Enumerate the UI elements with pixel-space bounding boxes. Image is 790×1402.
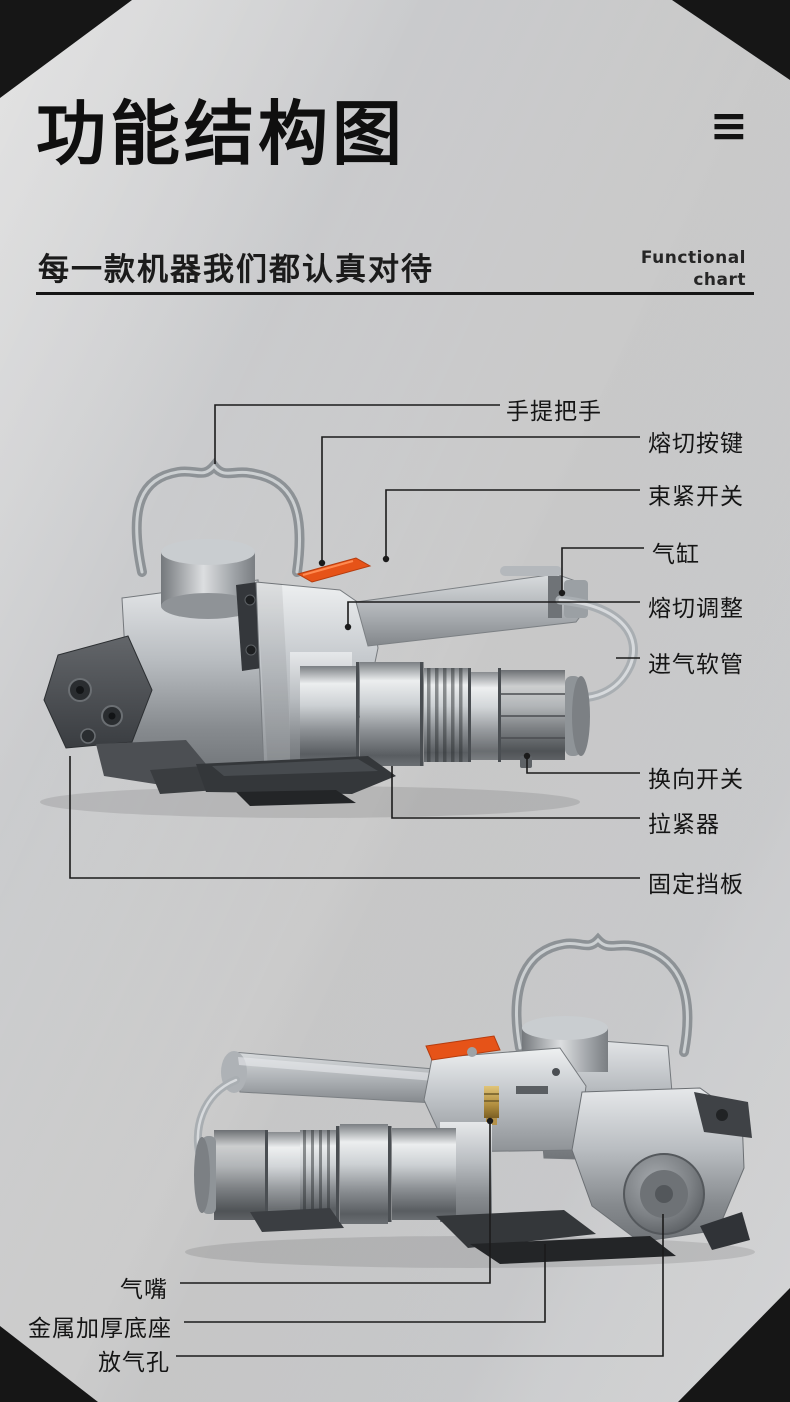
air-hose [555,595,638,703]
carry-handle [131,458,305,577]
page-subtitle: 每一款机器我们都认真对待 [38,252,434,288]
reverse-switch [520,756,532,768]
menu-icon: ≡ [709,98,748,152]
fusing-button-lever [296,557,372,583]
callout-fusing-adjust: 熔切调整 [648,596,744,622]
carry-handle-2 [511,932,693,1057]
rear-block-with-vent [571,1087,752,1250]
callout-leader-lines [69,404,664,1357]
callout-vent-hole: 放气孔 [98,1350,170,1376]
strapping-tool-main-illustration [40,458,638,818]
tensioner-cylinder-2 [194,1122,492,1224]
tensioner-cylinder [290,652,590,768]
callout-air-nozzle: 气嘴 [120,1277,168,1303]
callout-fusing-button: 熔切按键 [648,431,744,457]
corner-bottom-left [0,1326,98,1402]
callout-tighten-switch: 束紧开关 [648,484,744,510]
corner-note-line1: Functional [640,248,746,268]
callout-fixed-baffle: 固定挡板 [648,872,744,898]
fusing-button-lever-2 [425,1035,501,1061]
corner-note: Functional chart [641,247,746,291]
page-title: 功能结构图 [36,93,406,175]
corner-top-right [672,0,790,80]
callout-carry-handle: 手提把手 [506,399,602,425]
tension-arm-2 [221,1051,453,1105]
tension-arm [355,566,589,647]
callout-tensioner: 拉紧器 [648,812,720,838]
strapping-tool-secondary-illustration [185,932,755,1268]
callout-endpoint-dots [318,555,566,1125]
corner-note-line2: chart [693,270,746,291]
corner-bottom-right [678,1288,790,1402]
callout-reverse-switch: 换向开关 [648,767,744,793]
metal-base-plate [250,1208,676,1264]
header-divider [36,292,754,295]
base-plate [196,756,396,806]
callout-metal-base: 金属加厚底座 [28,1316,172,1342]
callout-air-cylinder: 气缸 [652,542,700,568]
corner-top-left [0,0,132,98]
callout-air-inlet-hose: 进气软管 [648,652,744,678]
